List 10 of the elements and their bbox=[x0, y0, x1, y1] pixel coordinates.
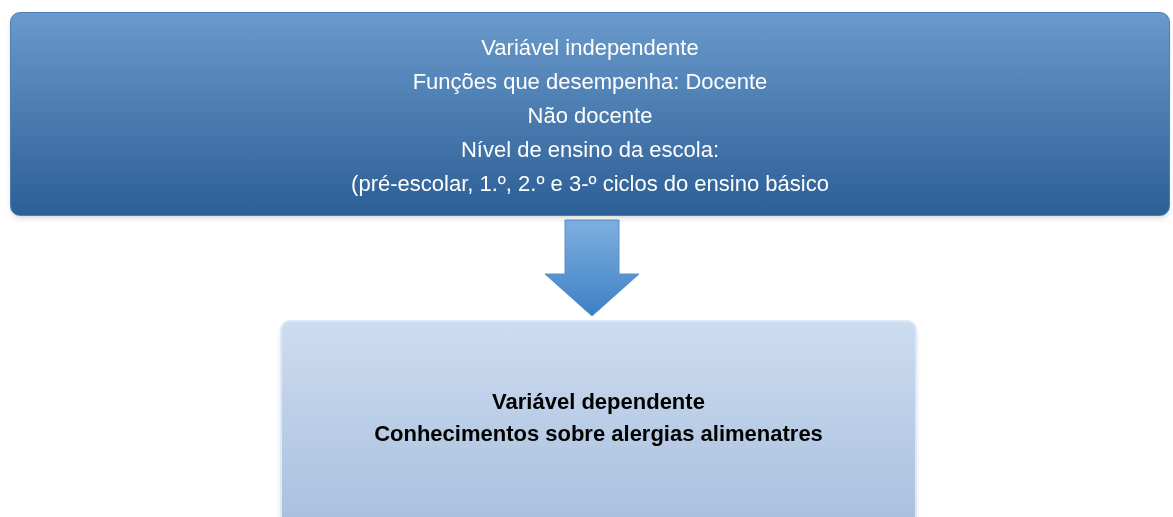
block-arrow bbox=[544, 219, 640, 317]
box-text: Conhecimentos sobre alergias alimenatres bbox=[374, 420, 823, 448]
box-text: Variável independente bbox=[481, 34, 699, 62]
box-text: Funções que desempenha: Docente bbox=[412, 68, 768, 96]
box-text: Não docente bbox=[527, 102, 653, 130]
box-text: (pré-escolar, 1.º, 2.º e 3-º ciclos do ensino básico bbox=[351, 170, 829, 198]
box-text: Nível de ensino da escola: bbox=[460, 136, 720, 164]
box-text: Variável dependente bbox=[492, 388, 705, 416]
process-box bbox=[280, 320, 917, 517]
process-box bbox=[10, 12, 1170, 216]
